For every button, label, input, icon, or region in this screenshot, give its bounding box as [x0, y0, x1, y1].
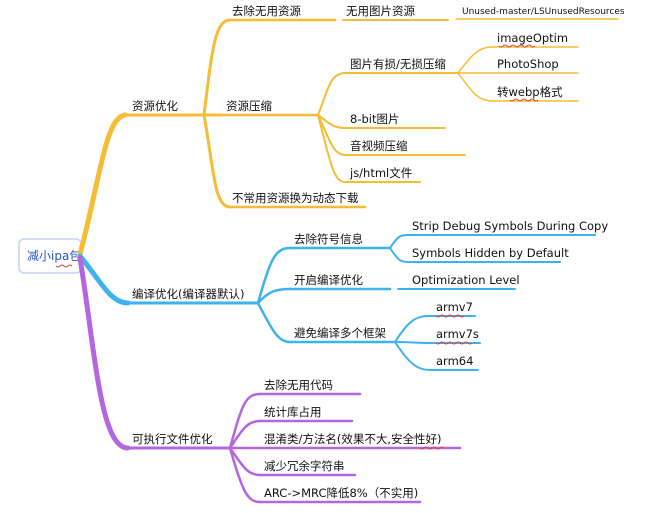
- spellcheck-underline: [435, 314, 465, 318]
- branch-executable: [77, 255, 462, 504]
- node-strip-symbols[interactable]: 去除符号信息: [294, 232, 363, 246]
- edge-image-tool-1: [457, 46, 493, 74]
- edge-strip-2: [389, 247, 409, 263]
- spellcheck-underline: [55, 264, 73, 268]
- edge-arch-1: [394, 315, 431, 343]
- edge-compress-image: [317, 72, 346, 116]
- edge-root-executable: [77, 255, 131, 451]
- node-remove-unused[interactable]: 去除无用资源: [232, 4, 301, 18]
- node-arch-2[interactable]: armv7s: [436, 327, 479, 341]
- node-exec-4[interactable]: 减少冗余字符串: [264, 459, 345, 473]
- node-tool-1[interactable]: imageOptim: [497, 31, 568, 45]
- node-compress[interactable]: 资源压缩: [226, 99, 272, 113]
- spellcheck-underline: [509, 98, 539, 102]
- node-js-html[interactable]: js/html文件: [349, 166, 412, 180]
- edge-exec-5: [228, 446, 262, 504]
- node-image-compress[interactable]: 图片有损/无损压缩: [350, 57, 446, 71]
- edge-exec-1: [228, 392, 262, 450]
- node-executable[interactable]: 可执行文件优化: [132, 432, 213, 446]
- edge-image-tool-3: [457, 72, 493, 102]
- node-8bit[interactable]: 8-bit图片: [350, 112, 399, 126]
- spellcheck-underline: [435, 341, 473, 345]
- node-av-compress[interactable]: 音视频压缩: [350, 139, 408, 153]
- node-exec-3[interactable]: 混淆类/方法名(效果不大,安全性好): [264, 432, 442, 446]
- root-node-label: 减小ipa包: [27, 249, 81, 263]
- node-exec-2[interactable]: 统计库占用: [264, 405, 322, 419]
- node-optimize[interactable]: 开启编译优化: [294, 273, 363, 287]
- node-dynamic-download[interactable]: 不常用资源换为动态下载: [232, 191, 359, 205]
- edge-arch-3: [394, 341, 431, 371]
- edge-root-resource: [77, 112, 128, 257]
- branch-compile: [77, 234, 596, 371]
- node-compile[interactable]: 编译优化(编译器默认): [132, 287, 244, 301]
- edge-compile-archs: [256, 301, 292, 344]
- node-tool-3[interactable]: 转webp格式: [497, 85, 563, 99]
- spellcheck-underline: [419, 446, 445, 450]
- node-strip-2[interactable]: Symbols Hidden by Default: [412, 246, 569, 260]
- edge-compress-jshtml: [317, 114, 346, 183]
- node-unused-tool[interactable]: Unused-master/LSUnusedResources: [462, 7, 625, 17]
- edge-compress-av: [317, 114, 346, 156]
- edge-resource-remove-unused: [202, 18, 232, 117]
- node-tool-2[interactable]: PhotoShop: [497, 57, 559, 71]
- node-arch-3[interactable]: arm64: [436, 354, 473, 368]
- node-resource[interactable]: 资源优化: [132, 99, 178, 113]
- node-arch-1[interactable]: armv7: [436, 300, 473, 314]
- edge-root-compile: [77, 253, 131, 306]
- spellcheck-underline: [498, 44, 536, 48]
- node-exec-5[interactable]: ARC->MRC降低8%（不实用): [264, 486, 418, 500]
- edge-exec-4: [228, 446, 262, 477]
- spellcheck-marks: [55, 44, 539, 450]
- node-unused-images[interactable]: 无用图片资源: [346, 4, 415, 18]
- edge-compile-strip: [256, 246, 292, 305]
- edge-arch-2: [394, 341, 431, 344]
- edge-resource-dynamic: [202, 113, 232, 209]
- node-strip-1[interactable]: Strip Debug Symbols During Copy: [412, 219, 608, 233]
- edge-strip-1: [389, 234, 409, 249]
- edge-compile-optimize: [256, 287, 292, 305]
- node-exec-1[interactable]: 去除无用代码: [264, 378, 333, 392]
- node-archs[interactable]: 避免编译多个框架: [294, 326, 386, 340]
- edge-compress-8bit: [317, 114, 346, 129]
- edge-exec-2: [228, 419, 262, 450]
- node-opt-level[interactable]: Optimization Level: [412, 273, 520, 287]
